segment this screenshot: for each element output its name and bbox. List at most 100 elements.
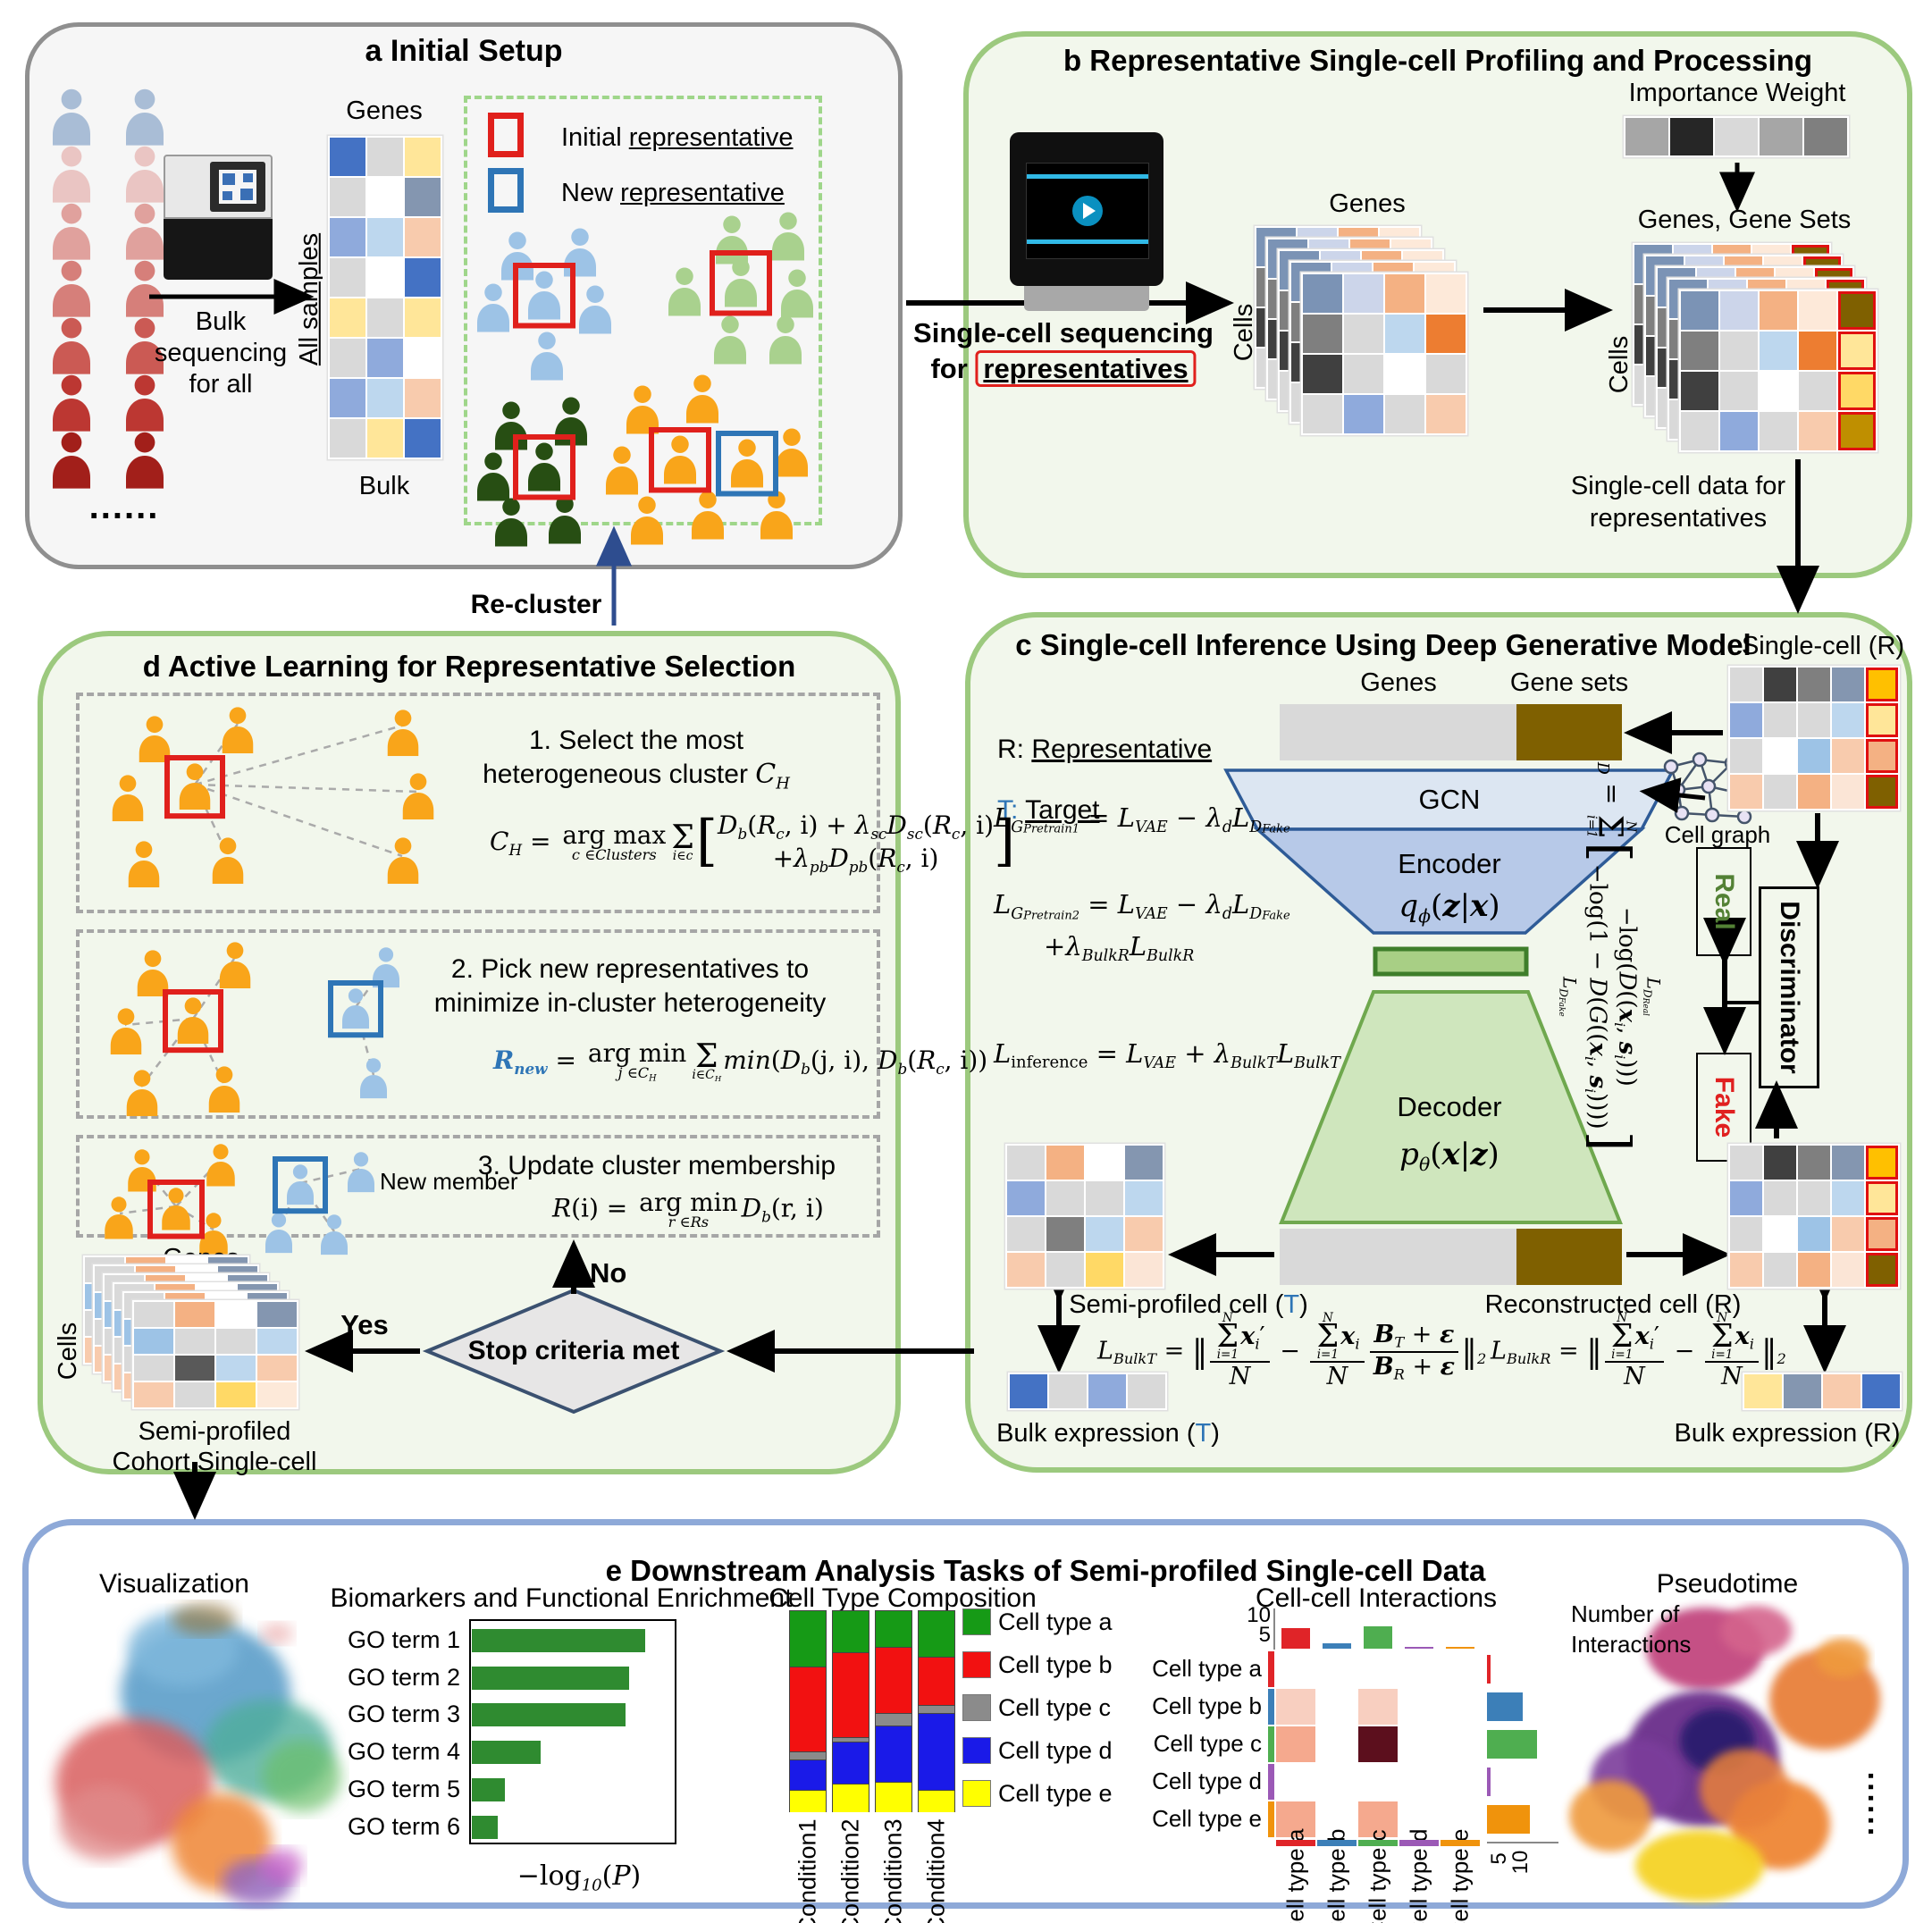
matrix-cell bbox=[175, 1329, 214, 1354]
new-representative-box bbox=[273, 1156, 328, 1214]
person-icon bbox=[126, 374, 164, 432]
matrix-cell bbox=[1730, 1146, 1762, 1180]
matrix-cell bbox=[1798, 775, 1830, 809]
matrix-cell bbox=[216, 1356, 256, 1381]
genes-gene-sets-label: Genes, Gene Sets bbox=[1637, 206, 1852, 234]
composition-segment bbox=[875, 1782, 912, 1812]
person-icon bbox=[531, 332, 563, 381]
cohort-label-line1: Semi-profiled bbox=[138, 1417, 291, 1446]
matrix-cell bbox=[175, 1302, 214, 1327]
person-icon bbox=[528, 442, 560, 491]
ellipsis-people: ...... bbox=[88, 487, 160, 526]
interaction-col-bar bbox=[1446, 1647, 1474, 1649]
matrix-cell bbox=[1784, 1374, 1821, 1408]
matrix-cell bbox=[1720, 332, 1758, 370]
matrix-cell bbox=[1832, 775, 1864, 809]
matrix-cell bbox=[1823, 1374, 1861, 1408]
matrix-cell bbox=[1799, 372, 1836, 410]
decoder-formula: pθ(x|z) bbox=[1399, 1137, 1499, 1176]
person-icon bbox=[53, 317, 90, 374]
matrix-cell bbox=[257, 1329, 297, 1354]
new-representative-box bbox=[716, 431, 778, 497]
person-icon bbox=[222, 707, 254, 754]
matrix-cell bbox=[1760, 332, 1797, 370]
people-icons bbox=[53, 88, 813, 1255]
cluster-dashed-line bbox=[299, 1167, 362, 1185]
interaction-row-label: Cell type e bbox=[1152, 1805, 1262, 1832]
matrix-cell bbox=[1681, 332, 1718, 370]
bulk-genes-label: Genes bbox=[346, 97, 423, 125]
matrix-cell bbox=[1764, 739, 1796, 773]
interaction-cell bbox=[1317, 1689, 1357, 1725]
interaction-cell bbox=[1441, 1764, 1480, 1800]
initial-representative-box bbox=[164, 755, 225, 819]
cell-graph-node bbox=[1736, 809, 1752, 825]
matrix-cell bbox=[1681, 291, 1718, 330]
person-icon bbox=[692, 491, 724, 540]
cluster-dashed-line bbox=[194, 724, 403, 786]
go-bar bbox=[472, 1777, 506, 1801]
matrix-cell bbox=[1670, 118, 1713, 155]
matrix-cell bbox=[1681, 412, 1718, 450]
composition-legend-label: Cell type e bbox=[998, 1780, 1113, 1807]
person-icon bbox=[731, 439, 763, 488]
interaction-cell bbox=[1399, 1689, 1439, 1725]
stack2-cells-label: Cells bbox=[1604, 335, 1634, 394]
interactions-title: Cell-cell Interactions bbox=[1255, 1583, 1498, 1613]
reconstructed-matrix bbox=[1728, 1144, 1900, 1289]
importance-weight-label: Importance Weight bbox=[1628, 79, 1846, 107]
t-definition: T: Target bbox=[997, 795, 1100, 825]
no-label: No bbox=[590, 1257, 627, 1289]
matrix-cell bbox=[1086, 1253, 1123, 1287]
person-icon bbox=[781, 269, 813, 318]
interaction-row-label: Cell type c bbox=[1153, 1730, 1262, 1757]
matrix-cell bbox=[330, 419, 365, 458]
composition-legend-swatch bbox=[962, 1737, 991, 1764]
bulk-seq-line2: sequencing bbox=[154, 339, 288, 367]
cluster-dashed-line bbox=[194, 783, 403, 858]
composition-segment bbox=[832, 1784, 869, 1812]
matrix-cell bbox=[1838, 372, 1876, 410]
person-icon bbox=[769, 315, 802, 365]
initial-representative-box bbox=[649, 427, 711, 493]
inference-equation: Linference = LVAE + λBulkTLBulkT bbox=[994, 1038, 1340, 1073]
scatter-blob bbox=[1700, 1749, 1789, 1829]
composition-segment bbox=[918, 1705, 955, 1714]
matrix-cell bbox=[1832, 1217, 1864, 1251]
matrix-cell bbox=[330, 379, 365, 417]
matrix-cell bbox=[134, 1356, 173, 1381]
go-term-label: GO term 6 bbox=[347, 1812, 460, 1840]
bulk-expression-r-label: Bulk expression (R) bbox=[1674, 1419, 1901, 1448]
matrix-cell bbox=[1838, 291, 1876, 330]
composition-segment bbox=[789, 1790, 827, 1812]
composition-segment bbox=[875, 1646, 912, 1714]
composition-segment bbox=[918, 1610, 955, 1657]
stop-criteria-diamond bbox=[422, 1288, 726, 1415]
decoder-trapezoid bbox=[1279, 990, 1623, 1224]
composition-segment bbox=[918, 1656, 955, 1706]
interaction-col-band bbox=[1276, 1840, 1315, 1846]
matrix-cell bbox=[134, 1329, 173, 1354]
go-term-label: GO term 2 bbox=[347, 1663, 460, 1691]
new-representative-box bbox=[328, 980, 383, 1038]
cell-graph-node bbox=[1704, 807, 1720, 823]
interaction-row-bar bbox=[1487, 1730, 1537, 1759]
cell-graph-node bbox=[1701, 778, 1717, 794]
matrix-cell bbox=[1344, 315, 1383, 353]
matrix-cell bbox=[1046, 1217, 1084, 1251]
interaction-cell bbox=[1441, 1651, 1480, 1687]
matrix-cell bbox=[1730, 739, 1762, 773]
scatter-blob bbox=[172, 1603, 236, 1635]
person-icon bbox=[626, 385, 659, 434]
reconstructed-cell-label: Reconstructed cell (R) bbox=[1484, 1290, 1742, 1319]
interaction-col-band bbox=[1317, 1840, 1357, 1846]
matrix-cell bbox=[1764, 703, 1796, 737]
matrix-cell bbox=[367, 138, 403, 176]
matrix-cell bbox=[1125, 1181, 1163, 1215]
step2-dashed-box bbox=[76, 929, 880, 1119]
interaction-cell bbox=[1399, 1801, 1439, 1837]
interaction-cell bbox=[1358, 1801, 1398, 1837]
